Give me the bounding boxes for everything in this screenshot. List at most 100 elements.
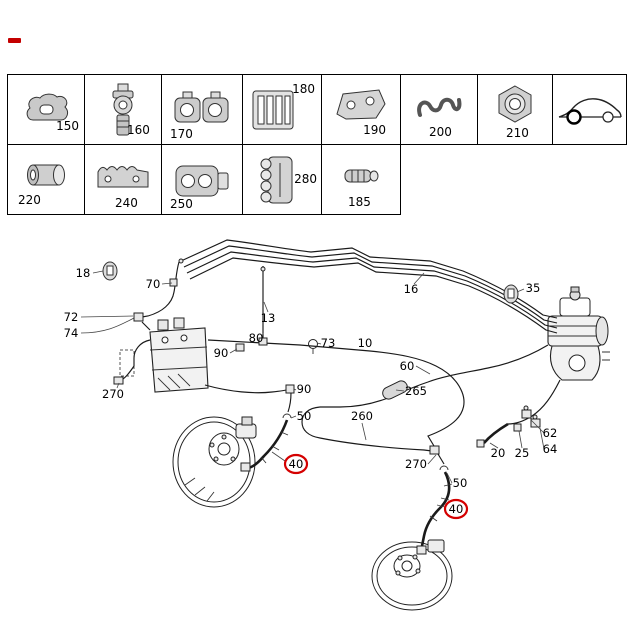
part-cell-160: 160: [84, 74, 162, 145]
master-cylinder-assembly: [547, 286, 610, 381]
hex-nut-icon: [498, 84, 532, 123]
part-cell-250: 250: [161, 144, 243, 215]
part-label-62: 62: [543, 426, 558, 440]
part-label-73: 73: [321, 336, 336, 350]
rear-hose-branch: [416, 445, 453, 555]
clamp-62: [521, 409, 532, 419]
part-cell-220: 220: [7, 144, 85, 215]
hose-connector-icon: [344, 169, 379, 182]
front-hose-branch: [204, 384, 295, 472]
red-mark: [8, 38, 21, 43]
part-label-13: 13: [261, 311, 276, 325]
double-pipe-clamp-icon: [174, 91, 229, 122]
front-brake-hose: [246, 419, 289, 470]
car-reference-icon: [558, 97, 622, 125]
part-number: 160: [127, 123, 150, 137]
clip-50-rear: [439, 465, 449, 471]
part-cell-150: 150: [7, 74, 85, 145]
part-label-60: 60: [400, 359, 415, 373]
intermediate-hose-20: [483, 422, 509, 444]
part-label-80: 80: [249, 331, 264, 345]
part-number: 150: [56, 119, 79, 133]
highlight-circle-rear: [443, 498, 469, 520]
part-label-270-right: 270: [405, 457, 427, 471]
part-label-50-front: 50: [297, 409, 312, 423]
part-number: 250: [170, 197, 193, 211]
fitting-90-top: [235, 343, 245, 352]
part-label-10: 10: [358, 336, 373, 350]
clip-50-front: [282, 413, 292, 419]
fitting-72-74: [133, 312, 144, 322]
part-cell-280: 280: [242, 144, 322, 215]
part-label-50-rear: 50: [453, 476, 468, 490]
fitting-90: [285, 384, 295, 394]
part-number: 185: [348, 195, 371, 209]
part-label-74: 74: [64, 326, 79, 340]
part-label-265: 265: [405, 384, 427, 398]
part-number: 210: [506, 126, 529, 140]
rubber-sleeve-icon: [27, 164, 65, 185]
pipe-grommet-18: [102, 261, 118, 281]
bracket-plate-icon: [336, 88, 386, 120]
parts-grid: 150 160 170: [7, 74, 627, 215]
part-number: 280: [294, 172, 317, 186]
part-label-72: 72: [64, 310, 79, 324]
part-label-70: 70: [146, 277, 161, 291]
four-way-connector-icon: [260, 156, 293, 203]
serpentine-clip-icon: [417, 97, 462, 117]
grommet-mount-icon: [26, 93, 69, 120]
abs-hydraulic-unit: [119, 317, 209, 393]
front-caliper: [235, 416, 257, 439]
leader-lines: [80, 270, 545, 508]
part-cell-240: 240: [84, 144, 162, 215]
part-label-16: 16: [404, 282, 419, 296]
part-cell-210: 210: [477, 74, 553, 145]
part-label-40-rear: 40: [449, 502, 464, 516]
rear-brake-disc: [371, 541, 453, 611]
rear-feed-pipe: [301, 344, 549, 452]
part-number: 200: [429, 125, 452, 139]
pipe-grommet-35: [503, 284, 519, 304]
fitting-270-left: [113, 376, 124, 385]
part-label-270-left: 270: [102, 387, 124, 401]
part-number: 180: [292, 82, 315, 96]
part-label-90: 90: [297, 382, 312, 396]
parts-grid-row-2: 220 240 250: [7, 144, 627, 215]
screw-clamp-icon: [112, 83, 134, 135]
part-label-25: 25: [515, 446, 530, 460]
sleeve-265: [382, 380, 408, 400]
clamp-64: [530, 418, 541, 428]
brake-pipe-bundle: [178, 239, 558, 334]
right-lower-branch: [476, 379, 561, 448]
part-label-18: 18: [76, 266, 91, 280]
part-number: 240: [115, 196, 138, 210]
front-feed-pipe: [207, 266, 465, 447]
part-label-64: 64: [543, 442, 558, 456]
multi-line-clip-icon: [252, 90, 294, 129]
part-labels: 18 70 72 74 270 90 13 80 73 10 16 60 265…: [64, 266, 558, 516]
multi-hole-block-icon: [97, 165, 149, 187]
rear-caliper: [427, 539, 445, 553]
part-label-35: 35: [526, 281, 541, 295]
highlight-circle-front: [283, 453, 309, 475]
part-cell-170: 170: [161, 74, 243, 145]
part-number: 190: [363, 123, 386, 137]
clip-70: [169, 278, 178, 287]
part-cell-180: 180: [242, 74, 322, 145]
part-number: 170: [170, 127, 193, 141]
pipe-clamp-block-icon: [175, 165, 229, 196]
part-label-20: 20: [491, 446, 506, 460]
part-cell-185: 185: [321, 144, 401, 215]
part-number: 220: [18, 193, 41, 207]
fitting-270-right: [429, 445, 440, 455]
front-brake-disc: [172, 416, 256, 508]
clamp-73: [308, 339, 318, 349]
left-feed-pipe: [133, 261, 180, 331]
part-label-260: 260: [351, 409, 373, 423]
part-label-40-front: 40: [289, 457, 304, 471]
fitting-80: [258, 337, 268, 346]
fitting-25: [513, 423, 522, 432]
part-cell-car-reference: [552, 74, 627, 145]
